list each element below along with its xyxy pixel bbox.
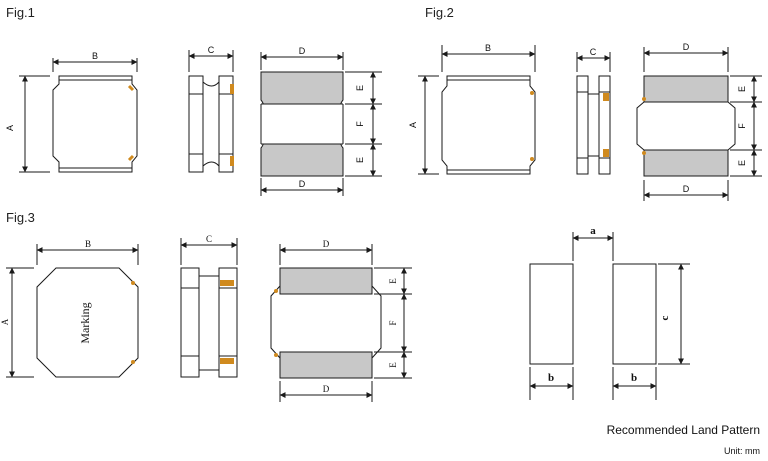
- terminal-mark: [274, 353, 278, 357]
- fig2-dim-e-bottom: E: [737, 160, 747, 166]
- land-pad-left: [529, 263, 574, 365]
- fig1-dim-d-top: D: [299, 46, 306, 56]
- land-pattern-title: Recommended Land Pattern: [606, 423, 760, 437]
- fig1-dim-b: B: [92, 51, 98, 61]
- fig3-dim-d-bottom: D: [323, 384, 330, 394]
- fig2-dim-b: B: [485, 43, 491, 53]
- terminal-mark: [131, 281, 135, 285]
- fig1-side-view: [188, 75, 234, 173]
- fig1-dim-c: C: [208, 45, 215, 55]
- fig3-front-view: [270, 267, 382, 379]
- fig3-dim-b: B: [85, 239, 91, 249]
- terminal-mark: [603, 93, 609, 101]
- land-dim-a: a: [590, 225, 596, 237]
- land-dim-c: c: [659, 315, 671, 320]
- land-dim-b-left: b: [548, 372, 554, 384]
- fig2-dim-c: C: [590, 47, 597, 57]
- terminal-mark: [642, 151, 646, 155]
- fig3-dim-a: A: [0, 318, 10, 325]
- fig3-dim-d-top: D: [323, 239, 330, 249]
- terminal-mark: [131, 360, 135, 364]
- fig3-dim-c: C: [206, 234, 212, 244]
- fig1-dim-a: A: [5, 125, 15, 131]
- terminal-mark: [274, 289, 278, 293]
- fig2-dim-a: A: [408, 122, 418, 128]
- fig3-dim-e-top: E: [388, 278, 398, 284]
- fig1-dim-f: F: [355, 121, 365, 127]
- fig2-dim-f: F: [737, 123, 747, 129]
- terminal-mark: [530, 157, 534, 161]
- terminal-mark: [530, 91, 534, 95]
- fig1-dim-e-bottom: E: [355, 157, 365, 163]
- terminal-mark: [230, 84, 234, 94]
- fig3-title: Fig.3: [6, 210, 35, 225]
- fig2-dim-d-top: D: [683, 42, 690, 52]
- fig2-dim-d-bottom: D: [683, 184, 690, 194]
- terminal-mark: [230, 156, 234, 166]
- unit-label: Unit: mm: [724, 446, 760, 456]
- terminal-mark: [127, 154, 135, 162]
- fig1-top-view: [52, 75, 138, 173]
- terminal-mark: [220, 358, 234, 364]
- fig2-side-view: [576, 75, 611, 175]
- land-dim-b-right: b: [631, 372, 637, 384]
- terminal-mark: [220, 280, 234, 286]
- land-pad-right: [612, 263, 657, 365]
- terminal-mark: [603, 149, 609, 157]
- fig2-title: Fig.2: [425, 5, 454, 20]
- fig3-dim-f: F: [388, 320, 398, 325]
- fig3-dim-e-bottom: E: [388, 362, 398, 368]
- land-pattern: [529, 263, 657, 365]
- fig1-front-view: [260, 71, 344, 177]
- marking-label: Marking: [78, 302, 92, 343]
- fig1-title: Fig.1: [6, 5, 35, 20]
- fig2-dim-e-top: E: [737, 86, 747, 92]
- fig1-dim-d-bottom: D: [299, 179, 306, 189]
- fig1-dim-e-top: E: [355, 85, 365, 91]
- fig3-top-view: [36, 267, 139, 378]
- fig2-front-view: [636, 75, 736, 177]
- terminal-mark: [127, 84, 135, 92]
- fig3-side-view: [180, 267, 238, 378]
- fig2-top-view: [441, 75, 536, 175]
- terminal-mark: [642, 97, 646, 101]
